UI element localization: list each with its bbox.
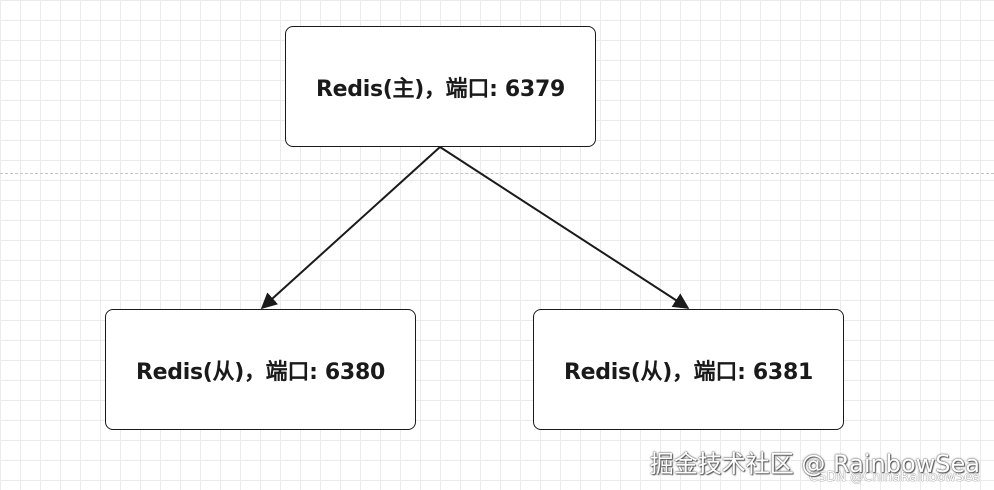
juejin-watermark: 掘金技术社区 @ RainbowSea [649, 450, 980, 478]
node-redis-slave-6381[interactable]: Redis(从)，端口: 6381 [533, 309, 844, 430]
node-redis-slave-6380[interactable]: Redis(从)，端口: 6380 [105, 309, 416, 430]
page-divider [0, 173, 994, 174]
node-label: Redis(主)，端口: 6379 [316, 76, 565, 102]
node-label: Redis(从)，端口: 6380 [136, 359, 385, 385]
node-label: Redis(从)，端口: 6381 [564, 359, 813, 385]
node-redis-master[interactable]: Redis(主)，端口: 6379 [285, 26, 596, 147]
edge-master-to-slave-1 [260, 146, 441, 310]
csdn-watermark: CSDN @ChinaRainbowSea [809, 470, 980, 485]
edge-master-to-slave-2 [439, 146, 690, 309]
